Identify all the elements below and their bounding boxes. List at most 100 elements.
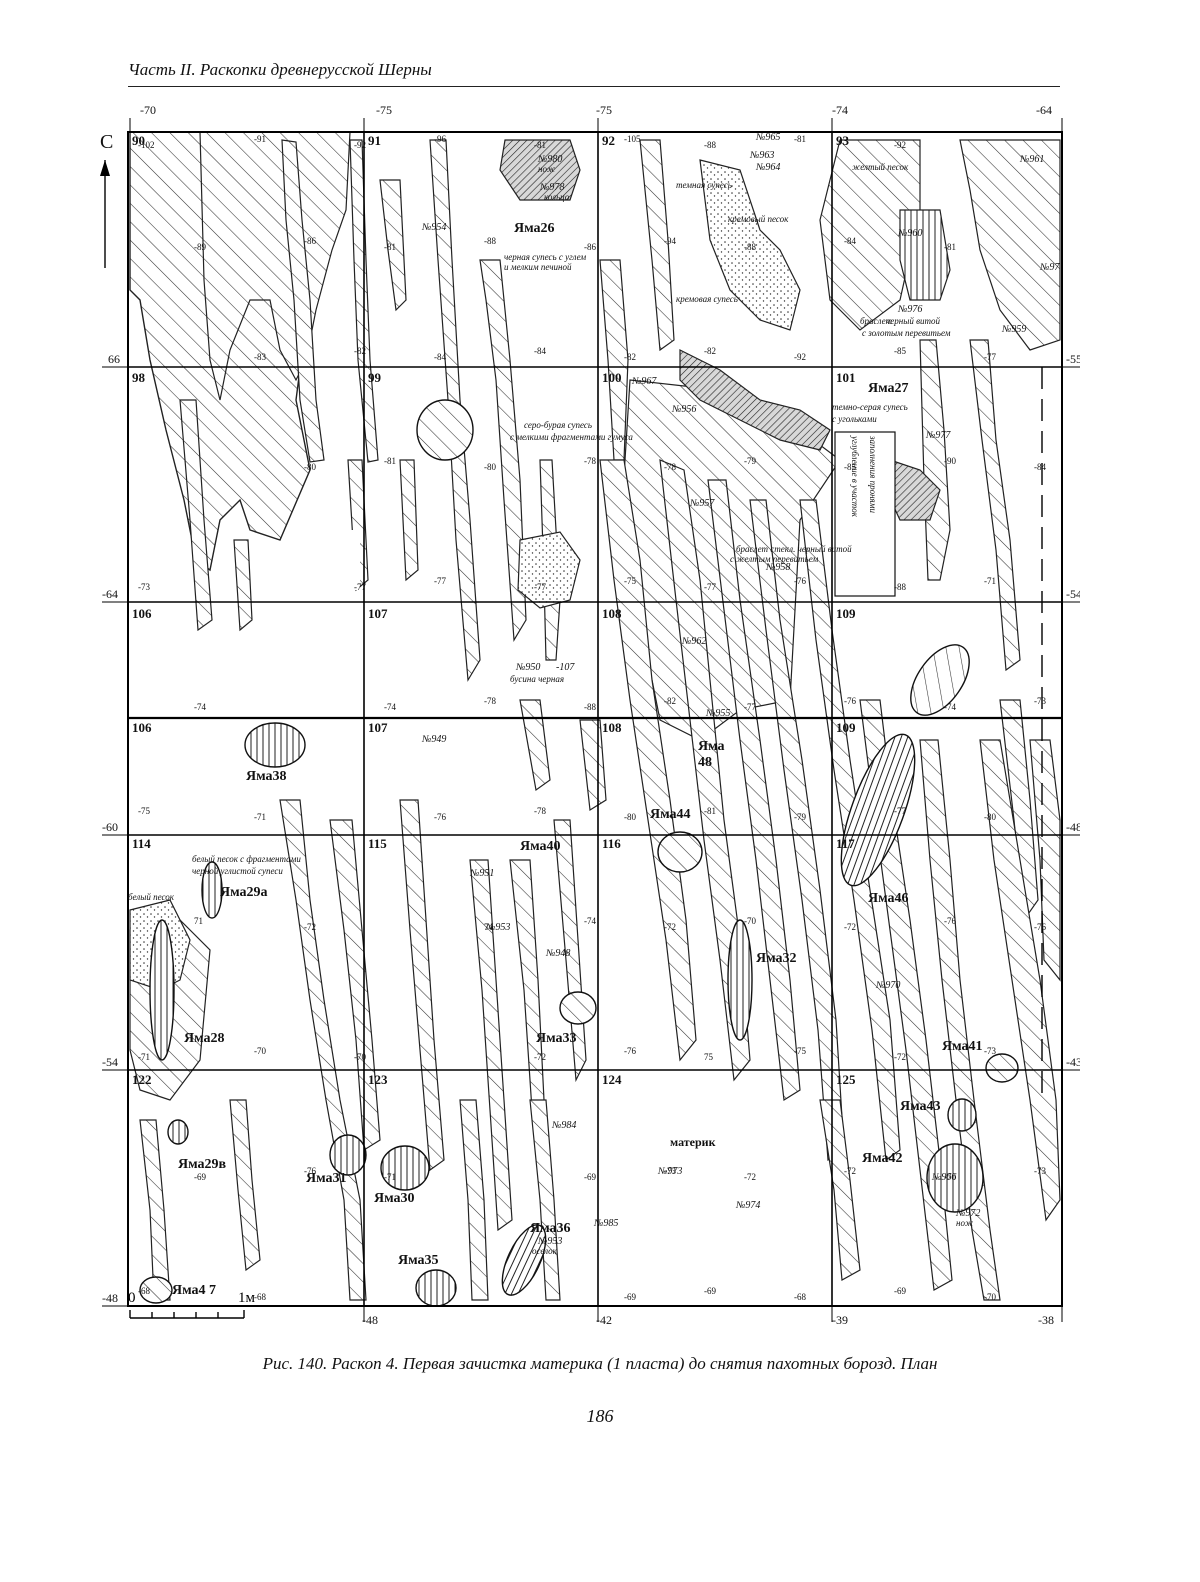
furrow: [139, 1119, 171, 1301]
furrow: [399, 459, 419, 582]
figure-caption: Рис. 140. Раскоп 4. Первая зачистка мате…: [262, 1354, 938, 1373]
depth-level: -84: [844, 236, 856, 246]
depth-level: -85: [894, 346, 906, 356]
square-number: 101: [836, 370, 856, 385]
find-number: №955: [705, 708, 730, 719]
depth-level: -70: [984, 1292, 996, 1302]
square-number: 98: [132, 370, 146, 385]
pit-label: Яма29в: [178, 1157, 227, 1172]
top-mark: -74: [832, 103, 848, 117]
depth-level: -80: [984, 812, 996, 822]
depth-level: -72: [534, 1052, 546, 1062]
find-number: №973: [657, 1166, 682, 1177]
pit-label: Яма: [698, 739, 725, 754]
depth-level: -78: [534, 806, 546, 816]
furrow: [229, 1099, 261, 1272]
furrow: [659, 459, 751, 1082]
depth-level: -77: [434, 576, 446, 586]
depth-level: -75: [794, 1046, 806, 1056]
find-number: №980: [537, 154, 562, 165]
depth-level: -73: [138, 582, 150, 592]
soil-note: кремовый песок: [728, 214, 789, 224]
soil-note: черной углистой супеси: [192, 866, 283, 876]
find-number: №950: [515, 662, 540, 673]
depth-level: -68: [254, 1292, 266, 1302]
depth-level: -102: [138, 140, 155, 150]
depth-level: -85: [844, 462, 856, 472]
left-mark: -60: [102, 820, 118, 834]
pit-label: Яма33: [536, 1031, 577, 1046]
depth-level: -77: [534, 582, 546, 592]
depth-level: -94: [664, 236, 676, 246]
depth-level: -91: [254, 134, 266, 144]
depth-level: -77: [704, 582, 716, 592]
furrows: [129, 131, 1061, 1307]
depth-level: -81: [384, 242, 396, 252]
find-number: №959: [1001, 324, 1026, 335]
depth-level: -82: [624, 352, 636, 362]
furrow: [979, 739, 1061, 1222]
depth-level: -70: [354, 1052, 366, 1062]
find-number: №949: [421, 734, 446, 745]
depth-level: -80: [304, 462, 316, 472]
depth-level: -70: [254, 1046, 266, 1056]
find-number: №954: [421, 222, 446, 233]
square-number: 114: [132, 836, 151, 851]
hatched-area-east: [819, 139, 921, 331]
depth-level: -77: [354, 582, 366, 592]
depth-level: -78: [584, 456, 596, 466]
soil-note: браслет: [860, 316, 893, 326]
soil-note: серо-бурая супесь: [524, 420, 592, 430]
pit-label: Яма28: [184, 1031, 225, 1046]
pit-shape: [727, 919, 753, 1041]
depth-level: -74: [194, 702, 206, 712]
pit-label: Яма43: [900, 1099, 941, 1114]
pit-label: 48: [698, 755, 712, 770]
find-number: №970: [875, 980, 900, 991]
find-number: -107: [556, 662, 575, 673]
square-number: 117: [836, 836, 855, 851]
find-number: №978: [539, 182, 564, 193]
depth-level: 74: [484, 922, 494, 932]
square-number: 100: [602, 370, 622, 385]
depth-level: -77: [984, 352, 996, 362]
depth-level: -82: [704, 346, 716, 356]
square-number: 109: [836, 720, 856, 735]
soil-note: с угольками: [832, 414, 877, 424]
depth-level: -72: [304, 922, 316, 932]
top-mark: -70: [140, 103, 156, 117]
bottom-mark: -48: [362, 1313, 378, 1327]
pit-shape: [501, 1224, 547, 1296]
pit-shape: [559, 991, 597, 1025]
find-number: №967: [631, 376, 657, 387]
left-mark: 66: [108, 352, 120, 366]
sand-patch: [517, 531, 581, 609]
pit-label: Яма38: [246, 769, 287, 784]
find-number: №964: [755, 162, 780, 173]
depth-level: -69: [624, 1292, 636, 1302]
depth-level: -88: [704, 140, 716, 150]
find-number: №961: [1019, 154, 1044, 165]
pit-shape: [985, 1053, 1019, 1083]
soil-note: темно-серая супесь: [832, 402, 908, 412]
square-number: 107: [368, 720, 388, 735]
depth-level: -88: [584, 702, 596, 712]
north-label: С: [100, 131, 113, 153]
scale-end-label: 1м: [238, 1290, 256, 1306]
furrow: [919, 739, 1001, 1301]
find-number: №958: [765, 562, 790, 573]
right-mark: -54: [1066, 587, 1080, 601]
furrow: [399, 799, 445, 1172]
find-number: №974: [735, 1200, 760, 1211]
dark-patch-ne: [899, 209, 951, 301]
depth-level: -69: [194, 1172, 206, 1182]
soil-note: и мелким печиной: [504, 262, 572, 272]
bottom-mark: -48: [102, 1291, 118, 1305]
square-number: 92: [602, 133, 615, 148]
soil-note: с золотым перевитьем: [862, 328, 951, 338]
depth-level: -73: [1034, 696, 1046, 706]
depth-level: -77: [894, 806, 906, 816]
depth-level: -81: [944, 242, 956, 252]
soil-note: черная супесь с углем: [504, 252, 586, 262]
depth-level: -76: [794, 576, 806, 586]
